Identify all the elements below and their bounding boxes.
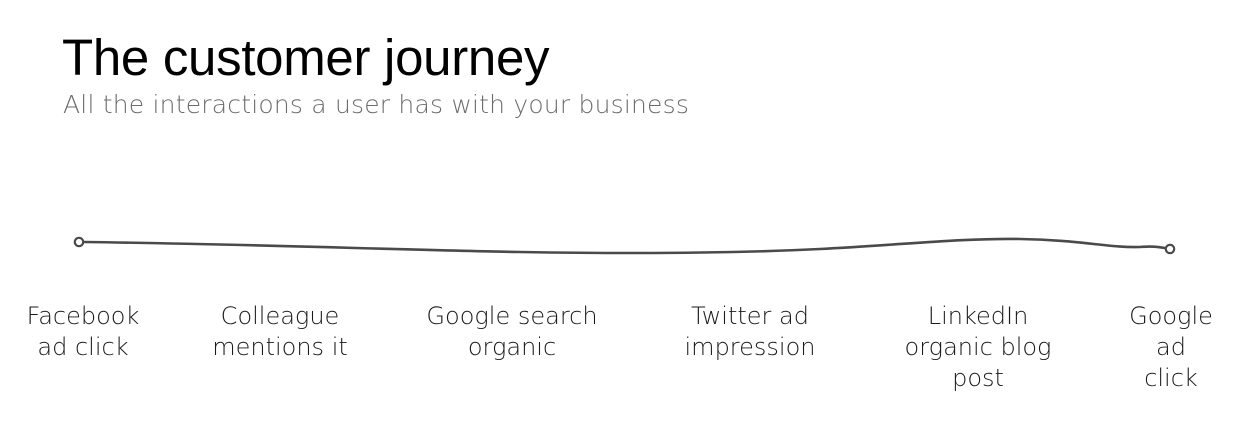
journey-path-line	[82, 237, 1167, 255]
journey-step-google-search-organic: Google search organic	[426, 302, 598, 361]
page-subtitle: All the interactions a user has with you…	[63, 90, 690, 119]
journey-step-twitter-ad-impression: Twitter ad impression	[684, 302, 816, 361]
journey-start-marker-icon	[73, 236, 85, 248]
journey-end-marker-icon	[1164, 243, 1176, 255]
page-title: The customer journey	[62, 29, 550, 86]
journey-step-google-ad-click: Google ad click	[1129, 302, 1213, 392]
journey-step-facebook-ad-click: Facebook ad click	[26, 302, 140, 361]
journey-step-linkedin-blog-post: LinkedIn organic blog post	[904, 302, 1052, 392]
journey-step-colleague-mentions: Colleague mentions it	[212, 302, 348, 361]
